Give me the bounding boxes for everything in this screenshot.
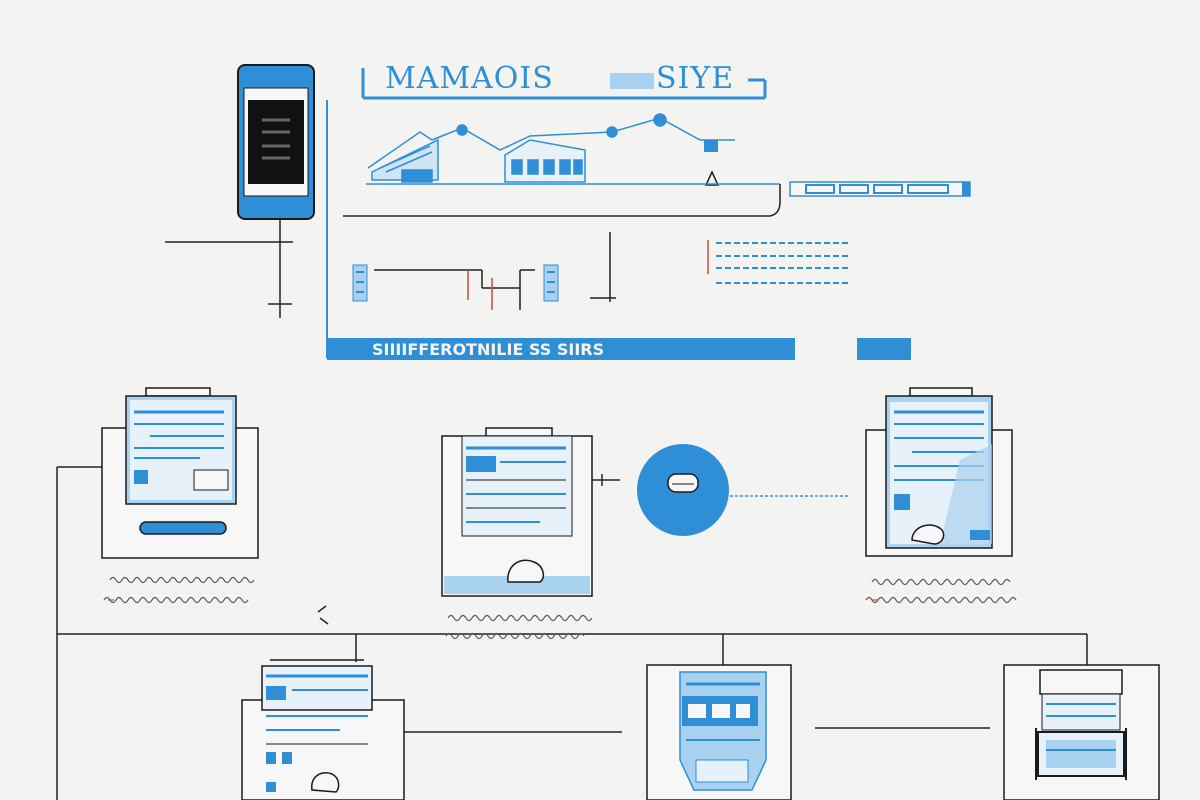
checklist-lines <box>707 240 848 284</box>
node-b-caption <box>445 614 593 640</box>
document-screen-icon <box>441 427 593 597</box>
city-sketch <box>367 113 735 186</box>
node-c-caption <box>865 578 1017 604</box>
header-title-gap-mark <box>610 73 654 89</box>
status-banner-block <box>857 338 911 360</box>
mouse-icon <box>911 524 945 545</box>
smartphone-icon <box>237 64 315 220</box>
sketch-frame-line <box>343 184 781 217</box>
document-screen-icon <box>241 659 405 800</box>
document-screen-icon <box>1003 664 1160 800</box>
readout-strip <box>789 181 971 197</box>
mouse-icon <box>311 772 340 793</box>
header-title-left: MAMAOIS <box>385 61 554 96</box>
header-title-right: SIYE <box>656 61 734 96</box>
header-title-group: MAMAOIS SIYE <box>361 61 767 100</box>
cloud-hub-icon <box>637 444 729 536</box>
mouse-icon <box>507 559 545 583</box>
document-screen-icon <box>101 387 259 559</box>
document-screen-icon <box>865 387 1013 557</box>
status-banner-label: SIIIIFFEROTNILIE SS SIIRS <box>372 340 604 359</box>
document-screen-icon <box>646 664 792 800</box>
connector-sketch <box>352 232 616 310</box>
network-lines <box>56 466 1088 800</box>
node-a-caption <box>103 576 255 604</box>
status-banner: SIIIIFFEROTNILIE SS SIIRS <box>327 338 911 360</box>
